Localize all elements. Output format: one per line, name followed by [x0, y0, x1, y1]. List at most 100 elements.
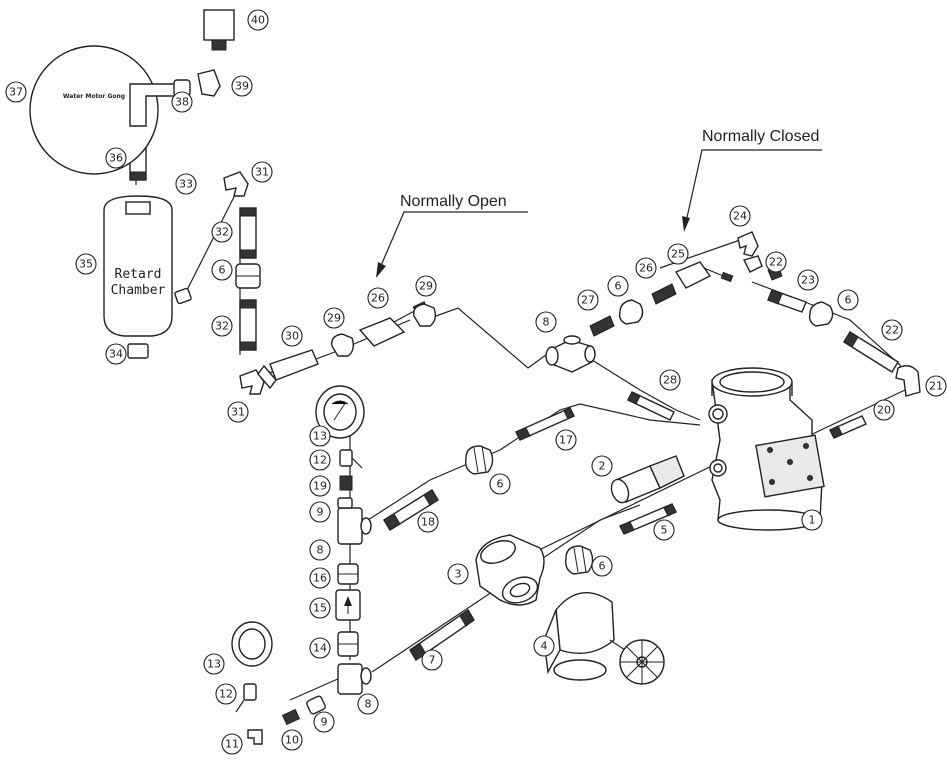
callout-27: 27	[577, 289, 599, 311]
svg-text:13: 13	[207, 658, 221, 671]
normally-closed-arrow	[682, 149, 822, 232]
pipe-nipple-27	[589, 315, 615, 337]
drain-plug-34	[127, 343, 149, 359]
union-6-b	[564, 545, 594, 575]
pipe-nipple-20	[829, 415, 867, 439]
svg-text:37: 37	[9, 86, 23, 99]
pipe-nipple-32a	[239, 207, 257, 259]
svg-text:8: 8	[543, 316, 550, 329]
callout-6e: 6	[211, 259, 233, 281]
callout-15: 15	[309, 597, 331, 619]
svg-text:3: 3	[455, 568, 462, 581]
svg-text:24: 24	[733, 210, 747, 223]
svg-text:6: 6	[599, 560, 606, 573]
callout-8b: 8	[309, 539, 331, 561]
elbow-31-b	[239, 369, 265, 395]
elbow-24	[737, 231, 759, 257]
callout-23: 23	[797, 269, 819, 291]
svg-text:27: 27	[581, 294, 595, 307]
main-alarm-valve	[708, 367, 825, 531]
pressure-gauge-13-b	[231, 621, 273, 667]
svg-text:35: 35	[79, 258, 93, 271]
pipe-nipple-18	[383, 489, 439, 531]
svg-text:12: 12	[313, 454, 327, 467]
callout-13a: 13	[309, 425, 331, 447]
svg-text:17: 17	[559, 434, 573, 447]
callout-31b: 31	[227, 401, 249, 423]
pressure-gauge-13-a	[315, 385, 365, 439]
pipe-nipple-22b	[843, 331, 899, 373]
tee-8-c	[337, 663, 372, 695]
callout-34: 34	[105, 343, 127, 365]
callout-1: 1	[801, 509, 823, 531]
nipple-10	[281, 708, 301, 726]
svg-text:20: 20	[877, 404, 891, 417]
callout-29a: 29	[323, 307, 345, 329]
svg-text:11: 11	[225, 738, 239, 751]
ball-valve-25	[674, 261, 734, 289]
svg-text:16: 16	[313, 572, 327, 585]
callout-21: 21	[925, 375, 947, 397]
elbow-22-small	[742, 255, 763, 273]
gong-label: Water Motor Gong	[63, 93, 125, 100]
svg-text:40: 40	[251, 14, 265, 27]
svg-text:8: 8	[365, 698, 372, 711]
callout-17: 17	[555, 429, 577, 451]
pipe-nipple-17	[515, 407, 575, 441]
callout-40: 40	[247, 9, 269, 31]
gate-valve-4	[543, 592, 665, 685]
svg-text:4: 4	[541, 640, 548, 653]
svg-text:34: 34	[109, 348, 123, 361]
plug-33	[174, 287, 192, 305]
svg-text:9: 9	[317, 506, 324, 519]
tee-8-a	[545, 335, 596, 373]
pipe-nipple-26b	[651, 283, 677, 305]
water-motor-gong-37: Water Motor Gong	[29, 45, 177, 175]
callout-13b: 13	[203, 653, 225, 675]
callout-4: 4	[533, 635, 555, 657]
callout-26b: 26	[635, 257, 657, 279]
drain-fitting-30	[257, 349, 319, 390]
callout-30: 30	[281, 325, 303, 347]
svg-text:12: 12	[219, 688, 233, 701]
callout-12a: 12	[309, 449, 331, 471]
callout-20: 20	[873, 399, 895, 421]
union-6-e	[235, 263, 261, 289]
svg-text:7: 7	[429, 654, 436, 667]
union-6-d	[808, 301, 834, 327]
callout-12b: 12	[215, 683, 237, 705]
svg-text:6: 6	[497, 478, 504, 491]
gauge-valve-12-a	[339, 449, 363, 469]
callout-25: 25	[667, 243, 689, 265]
plug-9-b	[306, 695, 326, 715]
svg-text:31: 31	[255, 166, 269, 179]
callout-3: 3	[447, 563, 469, 585]
svg-text:29: 29	[419, 280, 433, 293]
svg-text:22: 22	[885, 324, 899, 337]
pipe-nipple-22a	[767, 289, 807, 313]
callout-39: 39	[231, 75, 253, 97]
callout-6a: 6	[489, 473, 511, 495]
normally-open-label: Normally Open	[400, 193, 507, 210]
elbow-11	[247, 729, 263, 745]
svg-text:19: 19	[313, 480, 327, 493]
svg-text:32: 32	[215, 226, 229, 239]
svg-text:30: 30	[285, 330, 299, 343]
callout-28: 28	[659, 369, 681, 391]
large-elbow-3	[475, 534, 545, 606]
svg-text:23: 23	[801, 274, 815, 287]
svg-text:25: 25	[671, 248, 685, 261]
fitting-29-b	[413, 303, 437, 327]
svg-text:5: 5	[661, 524, 668, 537]
svg-text:21: 21	[929, 380, 943, 393]
retard-label-line1: Retard	[115, 267, 162, 282]
callout-9a: 9	[309, 501, 331, 523]
svg-text:1: 1	[809, 514, 816, 527]
svg-text:29: 29	[327, 312, 341, 325]
callout-8a: 8	[535, 311, 557, 333]
callout-5: 5	[653, 519, 675, 541]
check-valve-15	[335, 589, 361, 621]
callout-35: 35	[75, 253, 97, 275]
strainer-40	[203, 9, 235, 51]
